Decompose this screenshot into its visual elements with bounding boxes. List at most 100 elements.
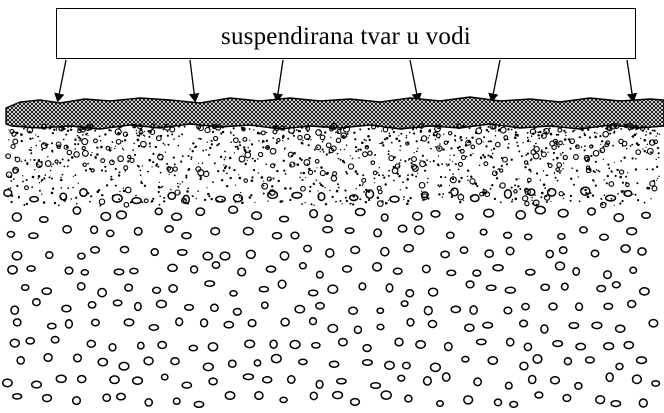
fine-particle — [574, 130, 576, 132]
fine-particle — [368, 199, 370, 201]
fine-particle — [442, 148, 444, 150]
fine-particle — [587, 196, 590, 199]
filter-grain — [485, 250, 493, 257]
fine-particle — [600, 144, 601, 145]
fine-particle — [41, 179, 43, 181]
filter-grain — [259, 287, 268, 292]
flow-arrow-6 — [627, 60, 633, 100]
filter-grain — [110, 376, 119, 384]
fine-particle — [41, 194, 42, 195]
small-particle — [500, 127, 506, 133]
filter-grain — [33, 299, 40, 306]
fine-particle — [378, 174, 380, 176]
filter-grain — [606, 373, 613, 381]
fine-particle — [395, 138, 398, 141]
fine-particle — [398, 166, 400, 168]
fine-particle — [619, 125, 621, 127]
filter-grain — [386, 284, 393, 292]
fine-particle — [43, 177, 45, 179]
filter-grain — [611, 401, 620, 407]
fine-particle — [197, 190, 199, 192]
fine-particle — [300, 172, 302, 174]
fine-particle — [403, 196, 405, 198]
fine-particle — [340, 159, 342, 161]
fine-particle — [276, 142, 278, 144]
filter-grain — [546, 250, 553, 257]
small-particle — [496, 142, 501, 147]
filter-grain — [591, 250, 598, 257]
fine-particle — [247, 147, 249, 149]
fine-particle — [406, 187, 408, 189]
fine-particle — [381, 200, 383, 202]
fine-particle — [438, 193, 440, 195]
filter-grain — [312, 343, 320, 348]
fine-particle — [244, 150, 246, 152]
filter-grain — [541, 284, 549, 290]
filter-grain — [27, 266, 35, 271]
fine-particle — [619, 202, 621, 204]
fine-particle — [76, 203, 78, 205]
fine-particle — [516, 125, 517, 126]
fine-particle — [350, 155, 351, 156]
fine-particle — [385, 183, 387, 185]
filter-grain — [98, 289, 106, 297]
fine-particle — [504, 139, 506, 141]
flow-arrow-2 — [190, 60, 195, 100]
fine-particle — [624, 156, 626, 158]
filter-grain — [403, 362, 411, 368]
fine-particle — [554, 172, 555, 173]
fine-particle — [120, 126, 121, 127]
fine-particle — [213, 127, 215, 129]
fine-particle — [303, 172, 306, 175]
fine-particle — [214, 162, 216, 164]
small-particle — [13, 139, 18, 144]
fine-particle — [389, 133, 391, 135]
small-particle — [124, 166, 128, 170]
fine-particle — [133, 126, 135, 128]
fine-particle — [152, 166, 153, 167]
fine-particle — [187, 187, 189, 189]
fine-particle — [230, 131, 232, 133]
filter-grain — [407, 319, 414, 326]
filter-grain — [62, 305, 71, 311]
fine-particle — [38, 175, 41, 178]
filter-grain — [431, 363, 441, 371]
fine-particle — [330, 126, 332, 128]
fine-particle — [65, 134, 67, 136]
small-particle — [480, 192, 484, 196]
small-particle — [82, 139, 88, 145]
fine-particle — [519, 188, 521, 190]
small-particle — [320, 171, 325, 176]
filter-grain — [563, 395, 571, 402]
small-particle — [315, 160, 319, 164]
filter-grain — [144, 357, 153, 365]
fine-particle — [311, 203, 313, 205]
fine-particle — [198, 163, 199, 164]
fine-particle — [94, 130, 96, 132]
filter-grain — [205, 281, 215, 286]
fine-particle — [308, 144, 310, 146]
fine-particle — [59, 162, 61, 164]
fine-particle — [358, 151, 359, 152]
fine-particle — [77, 135, 79, 137]
filter-grain — [460, 247, 467, 253]
filter-grain — [406, 290, 414, 297]
filter-grain — [149, 325, 158, 330]
fine-particle — [253, 169, 255, 171]
filter-grain — [529, 376, 536, 384]
small-particle — [245, 152, 251, 158]
fine-particle — [659, 134, 660, 135]
filter-grain — [196, 208, 204, 215]
fine-particle — [355, 150, 357, 152]
small-particle — [534, 147, 539, 152]
fine-particle — [45, 174, 47, 176]
filter-grain — [78, 283, 85, 290]
fine-particle — [534, 195, 535, 196]
fine-particle — [563, 130, 565, 132]
filter-grain — [254, 360, 260, 366]
fine-particle — [30, 132, 31, 133]
fine-particle — [224, 151, 226, 153]
fine-particle — [511, 201, 513, 203]
fine-particle — [525, 154, 527, 156]
fine-particle — [358, 149, 360, 151]
